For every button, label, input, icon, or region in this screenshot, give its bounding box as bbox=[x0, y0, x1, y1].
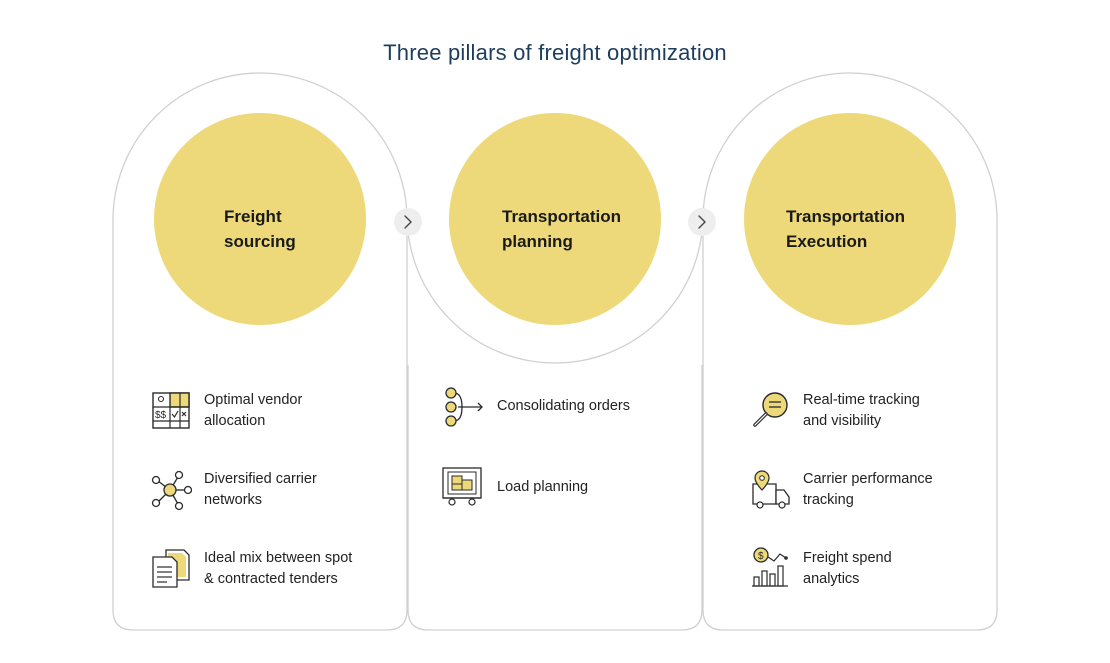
pillar-3-circle bbox=[744, 113, 956, 325]
pillar-2-circle bbox=[449, 113, 661, 325]
carrier-network-icon bbox=[151, 470, 192, 511]
diagram-title: Three pillars of freight optimization bbox=[383, 40, 727, 65]
consolidate-orders-icon bbox=[445, 387, 483, 427]
spend-analytics-icon: $ bbox=[752, 547, 788, 587]
tender-documents-icon bbox=[152, 549, 190, 588]
truck-location-icon bbox=[752, 470, 790, 509]
arrow-1-icon bbox=[394, 208, 422, 236]
pillar-1-item-3: Ideal mix between spot& contracted tende… bbox=[204, 550, 353, 587]
pillar-2-item-2: Load planning bbox=[497, 479, 589, 495]
pillar-2-item-1: Consolidating orders bbox=[497, 398, 630, 414]
pillar-1-outline bbox=[112, 72, 408, 631]
svg-text:$$: $$ bbox=[155, 410, 167, 421]
pillar-3-outline bbox=[702, 72, 998, 631]
magnifier-tracking-icon bbox=[753, 392, 788, 427]
pillar-1-circle bbox=[154, 113, 366, 325]
arrow-2-icon bbox=[688, 208, 716, 236]
load-planning-icon bbox=[442, 467, 482, 506]
pillar-2-arc bbox=[406, 214, 704, 364]
svg-text:$: $ bbox=[758, 551, 764, 562]
vendor-allocation-icon: $$ bbox=[152, 392, 190, 429]
